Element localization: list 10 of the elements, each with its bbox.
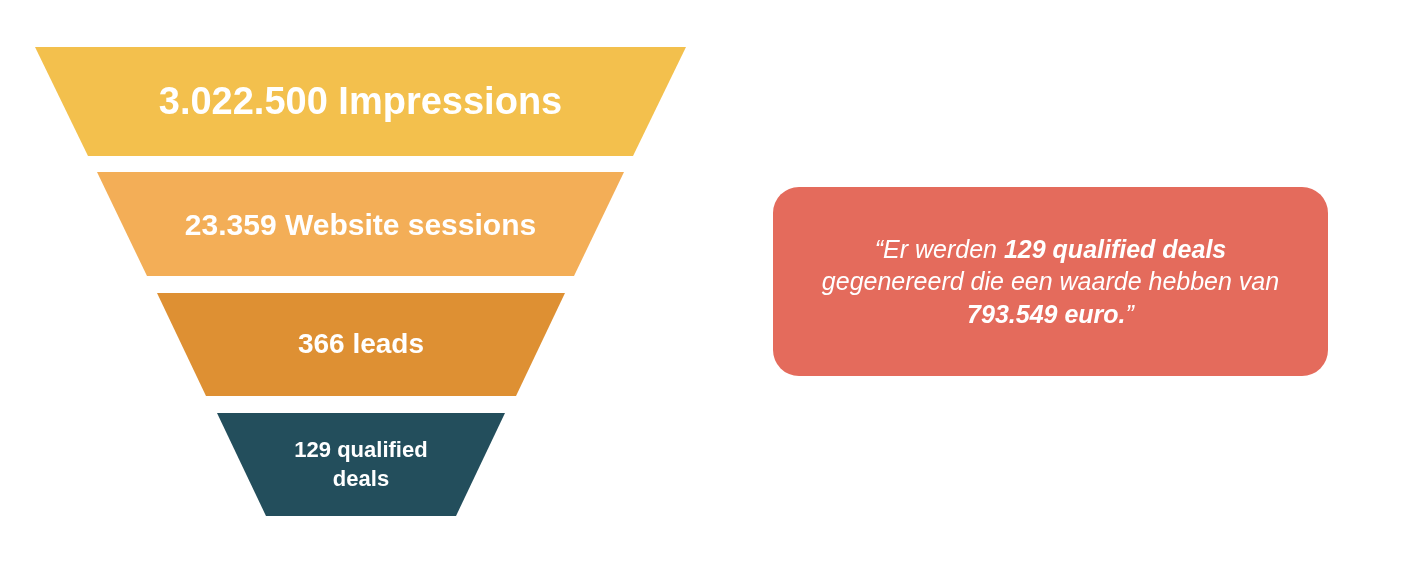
stage-label: 3.022.500 Impressions	[158, 78, 563, 124]
funnel-segment	[157, 293, 565, 396]
quote-box	[773, 187, 1328, 376]
stage-label: 23.359 Website sessions	[184, 206, 537, 243]
funnel-segment	[217, 413, 505, 516]
stage-label: 366 leads	[297, 327, 425, 362]
quote-text: “Er werden 129 qualified deals gegenereerd die een waarde hebben van 793.549 euro.”	[821, 233, 1280, 330]
stage-label: 129 qualified deals	[293, 435, 429, 493]
funnel-segment	[97, 172, 624, 276]
funnel-segment	[35, 47, 686, 156]
